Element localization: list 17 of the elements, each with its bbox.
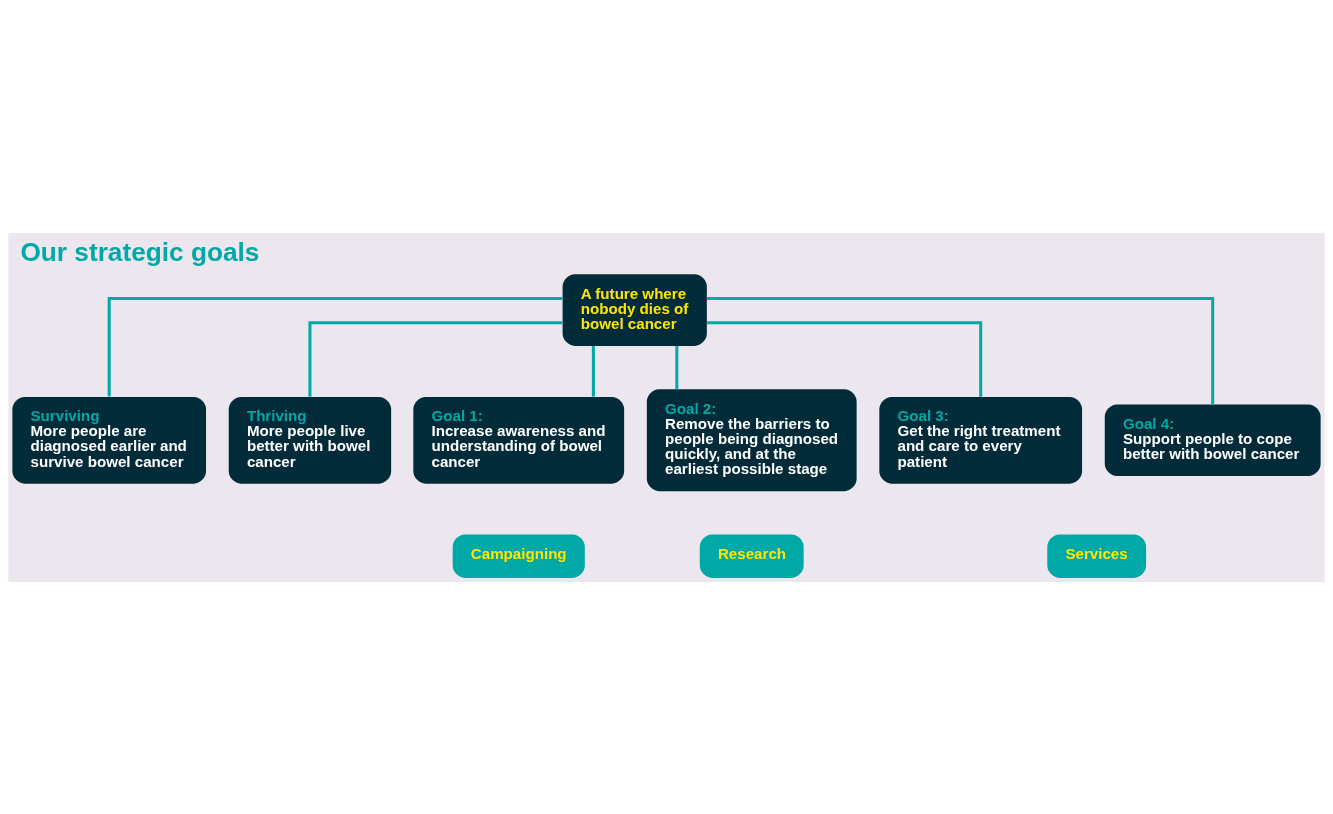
connector	[591, 345, 595, 397]
node-box: A future where nobody dies of bowel cancer	[562, 273, 707, 346]
node-box: Campaigning	[452, 534, 585, 578]
connector	[308, 320, 563, 397]
node-box: Thriving More people live better with bowel cancer	[228, 396, 392, 484]
connector	[107, 296, 563, 397]
node-box: Goal 3: Get the right treatment and care to every patient	[879, 396, 1083, 484]
node-box: Goal 1: Increase awareness and understanding of bowel cancer	[413, 396, 625, 484]
node-box: Surviving More people are diagnosed earlier and survive bowel cancer	[12, 396, 207, 484]
connector	[707, 320, 983, 397]
node-box: Services	[1047, 534, 1147, 578]
connector	[675, 345, 679, 389]
diagram-title: Our strategic goals	[20, 236, 260, 267]
connector	[707, 296, 1215, 404]
node-box: Research	[699, 534, 804, 578]
node-box: Goal 2: Remove the barriers to people being diagnosed quickly, and at the earliest possible stage	[646, 388, 857, 491]
node-box: Goal 4: Support people to cope better with bowel cancer	[1104, 403, 1321, 476]
